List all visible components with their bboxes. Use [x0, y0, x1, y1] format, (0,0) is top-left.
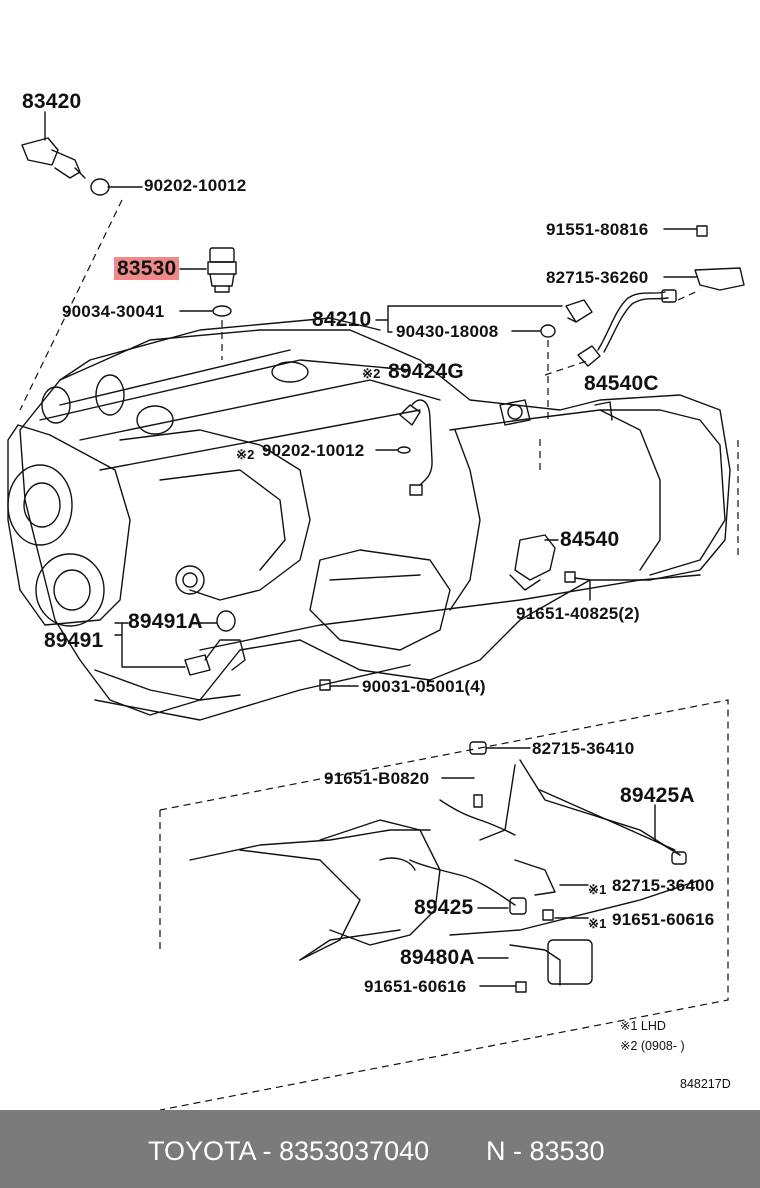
dashed-guide-4 — [544, 289, 701, 376]
gasket-90202-top — [90, 178, 110, 196]
part-89491-sensor — [184, 639, 331, 691]
callout-91651-60616-b: 91651-60616 — [364, 977, 467, 996]
bolt-91551 — [696, 225, 708, 237]
note-date-range: ※2 (0908- ) — [620, 1039, 685, 1053]
callout-89425A: 89425A — [620, 784, 695, 807]
part-84540C-sensor — [577, 289, 677, 367]
lower-assembly — [189, 741, 701, 993]
callout-90034-30041: 90034-30041 — [62, 302, 165, 321]
gasket-89491A — [216, 610, 236, 632]
callout-91651-40825: 91651-40825(2) — [516, 604, 640, 623]
callout-90031-05001: 90031-05001(4) — [362, 677, 486, 696]
callout-84540C: 84540C — [584, 372, 659, 395]
mark-1-91651: ※1 — [588, 916, 607, 931]
callout-83530-highlighted: 83530 — [114, 257, 180, 281]
callout-82715-36260: 82715-36260 — [546, 268, 649, 287]
engine-illustration — [7, 317, 731, 721]
callout-82715-36410: 82715-36410 — [532, 739, 635, 758]
mark-2-89424G: ※2 — [362, 366, 381, 381]
part-84540-switch — [509, 534, 576, 591]
callout-90202-10012-top: 90202-10012 — [144, 176, 247, 195]
callout-91651-B0820: 91651-B0820 — [324, 769, 430, 788]
footer-bar: TOYOTA - 8353037040 N - 83530 — [0, 1110, 760, 1188]
callout-84210: 84210 — [312, 308, 372, 331]
gasket-90430 — [540, 324, 556, 338]
callout-89425: 89425 — [414, 896, 474, 919]
part-89424G-sensor — [397, 399, 433, 496]
callout-89491A: 89491A — [128, 610, 203, 633]
footer-brand-code: TOYOTA - 8353037040 — [148, 1136, 430, 1166]
callout-90430-18008: 90430-18008 — [396, 322, 499, 341]
callout-91651-60616-a: 91651-60616 — [612, 910, 715, 929]
dashed-guide-7 — [159, 699, 729, 1110]
callout-90202-10012-mid: 90202-10012 — [262, 441, 365, 460]
callout-91551-80816: 91551-80816 — [546, 220, 649, 239]
callout-89424G: 89424G — [388, 360, 464, 383]
note-lhd: ※1 LHD — [620, 1019, 666, 1033]
callout-83420: 83420 — [22, 90, 82, 113]
mark-2-90202: ※2 — [236, 447, 255, 462]
callout-82715-36400: 82715-36400 — [612, 876, 715, 895]
dashed-guide-1 — [19, 199, 123, 411]
part-84210-switch — [565, 299, 593, 323]
footer-part-ref: N - 83530 — [486, 1136, 605, 1166]
gasket-90034 — [212, 305, 232, 317]
callout-89491: 89491 — [44, 629, 104, 652]
part-83530-switch — [207, 247, 237, 293]
highlighted-part-label: 83530 — [114, 257, 180, 280]
bracket-82715-36260 — [694, 267, 745, 291]
diagram-id: 848217D — [680, 1077, 731, 1091]
mark-1-82715: ※1 — [588, 882, 607, 897]
parts-diagram — [7, 111, 745, 1110]
callout-84540: 84540 — [560, 528, 620, 551]
part-83420-sensor — [21, 137, 86, 179]
callout-89480A: 89480A — [400, 946, 475, 969]
leader-lines — [44, 111, 697, 987]
